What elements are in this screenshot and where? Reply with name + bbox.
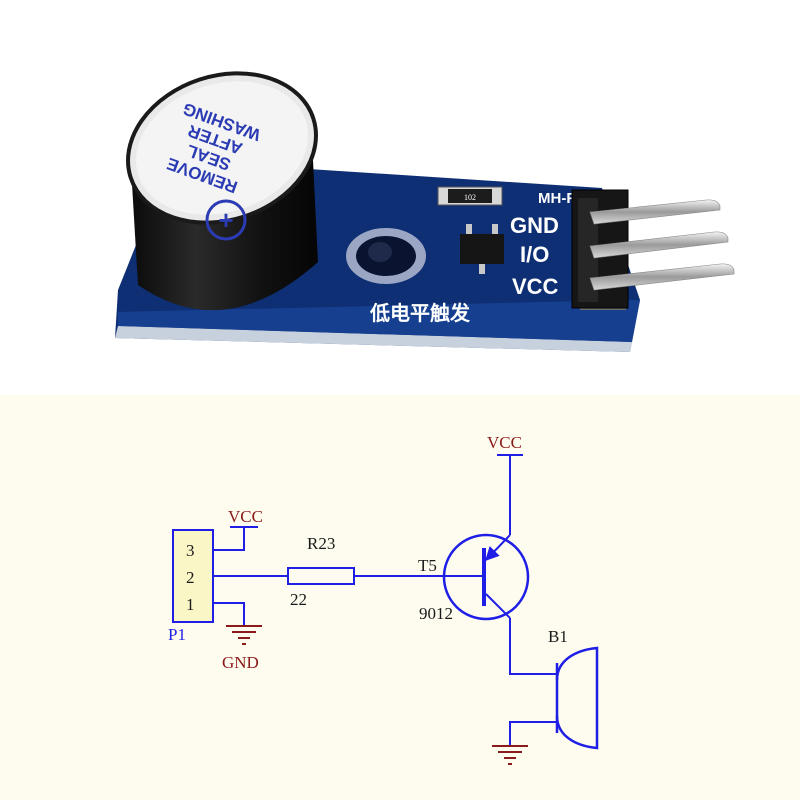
mounting-hole: [346, 228, 426, 284]
wire-pin1-gnd: [213, 602, 245, 625]
buzzer-ref: B1: [548, 627, 568, 646]
schematic-drawing: 3 2 1 P1 VCC GND VCC R23 22: [168, 433, 599, 765]
polarity-plus-icon: +: [205, 199, 247, 241]
pin-header: [571, 189, 735, 310]
pin-1-label: 1: [186, 595, 195, 614]
emitter-arrow: [485, 534, 511, 562]
ground-icon-right: [492, 745, 528, 765]
trigger-label: 低电平触发: [369, 301, 471, 325]
header-pins: [589, 199, 735, 291]
resistor-ref: R23: [307, 534, 335, 553]
smd-resistor: 102: [437, 186, 503, 206]
transistor-part: 9012: [419, 604, 453, 623]
buzzer-module-photo: 102 MH-FMD GND I/O VCC 低电平触发 REMOVE SEAL…: [0, 0, 800, 395]
smd-transistor: [460, 224, 504, 274]
buzzer-b1: B1: [548, 627, 599, 750]
pin-label-io: I/O: [520, 242, 549, 267]
wire-collector-buzzer: [509, 618, 557, 675]
pin-label-vcc: VCC: [512, 274, 559, 299]
buzzer-component: REMOVE SEAL AFTER WASHING +: [126, 71, 318, 311]
transistor-ref: T5: [418, 556, 437, 575]
wire-pin3-vcc: [213, 527, 245, 551]
schematic-wires: [213, 454, 557, 745]
resistor-r23: R23 22: [287, 534, 355, 609]
connector-p1: 3 2 1 P1: [168, 529, 214, 644]
resistor-code: 102: [464, 193, 476, 202]
pin-3-label: 3: [186, 541, 195, 560]
wire-buzzer-gnd: [509, 721, 557, 745]
resistor-value: 22: [290, 590, 307, 609]
gnd-label: GND: [222, 653, 259, 672]
pin-label-gnd: GND: [510, 213, 559, 238]
vcc-label-connector: VCC: [228, 507, 263, 526]
transistor-t5: T5 9012: [418, 533, 530, 623]
vcc-label-transistor: VCC: [487, 433, 522, 452]
schematic-diagram: 3 2 1 P1 VCC GND VCC R23 22: [0, 395, 800, 800]
ground-icon-left: [226, 625, 262, 645]
connector-ref: P1: [168, 625, 186, 644]
svg-text:+: +: [218, 205, 233, 235]
collector-lead: [485, 593, 511, 619]
module-photo-drawing: 102 MH-FMD GND I/O VCC 低电平触发 REMOVE SEAL…: [115, 71, 735, 352]
pin-2-label: 2: [186, 568, 195, 587]
